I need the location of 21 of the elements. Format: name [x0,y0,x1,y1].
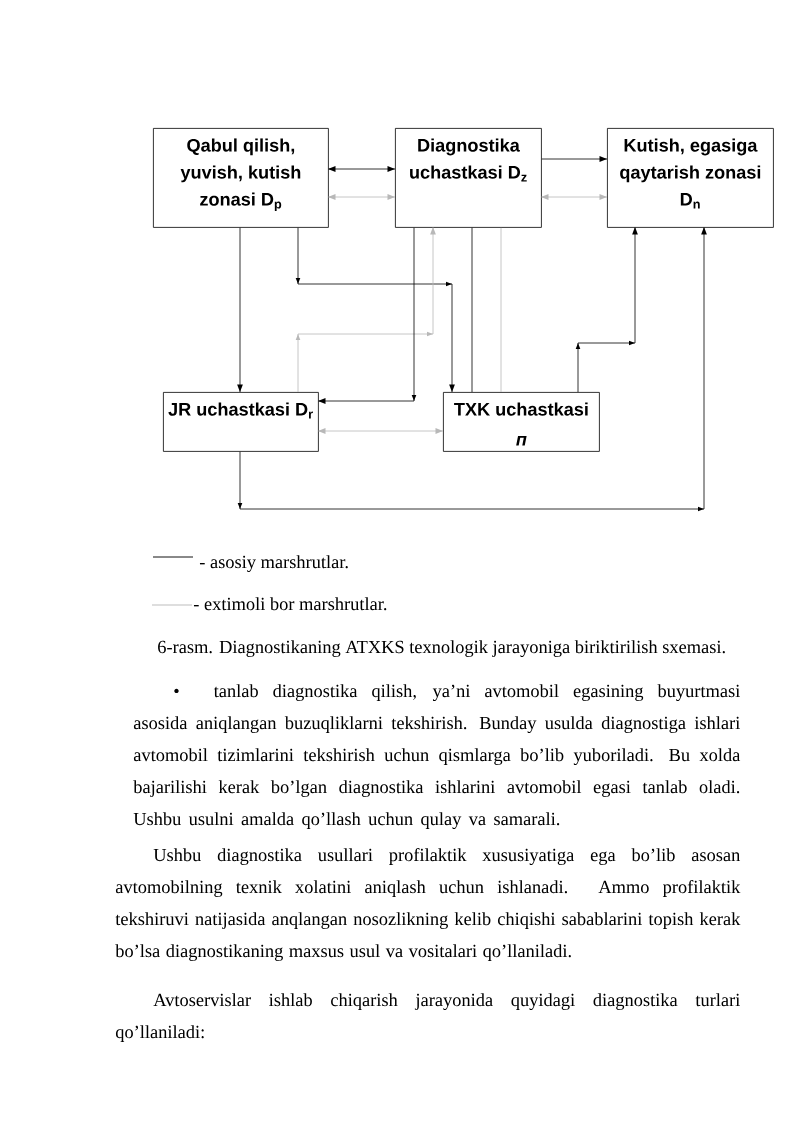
process-box: Kutish, egasiga qaytarish zonasi D$_{n}$ [607,128,774,228]
process-box: Diagnostika uchastkasi D$_{z}$ [395,128,542,228]
paragraph: Ushbu diagnostika usullari profilaktik xususiyatiga ega bo’lib asosan avtomobilning texnik xolatini aniqlash uchun ishlanadi. Ammo profilaktik tekshiruvi natijasida anqlangan nosozlikning kelib chiqishi sabablarini topish kerak bo’lsa diagnostikaning maxsus usul va vositalari qo’llaniladi. [115,848,741,961]
figure-caption: 6-rasm. Diagnostikaning ATXKS texnologik jarayoniga biriktirilish sxemasi. [158,640,725,657]
connector-line [471,227,473,393]
arrow [318,428,444,434]
legend-label: - asosiy marshrutlar. [199,555,348,572]
paragraph: • tanlab diagnostika qilish, ya’ni avtomobil egasining buyurtmasi asosida aniqlangan buzuqliklarni tekshirish. Bunday usulda diagnostiga ishlari avtomobil tizimlarini tekshirish uchun qismlarga bo’lib yuboriladi. Bu xolda bajarilishi kerak bo’lgan diagnostika ishlarini avtomobil egasi tanlab oladi. Ushbu usulni amalda qo’llash uchun qulay va samarali. [133,684,741,829]
arrow [541,194,608,200]
arrow [541,156,608,162]
arrow [328,194,396,200]
process-box: JR uchastkasi D$_{r}$ [163,392,319,452]
process-box: TXK uchastkasi п [443,392,600,452]
process-box: Qabul qilish, yuvish, kutish zonasi D$_{p}$ [153,128,329,228]
arrow [575,227,638,393]
arrow [328,166,396,172]
paragraph: Avtoservislar ishlab chiqarish jarayonida quyidagi diagnostika turlari qo’llaniladi: [115,993,740,1042]
legend-label: - extimoli bor marshrutlar. [193,597,387,611]
arrow [237,227,707,512]
arrow [318,227,417,404]
arrow [237,227,243,393]
